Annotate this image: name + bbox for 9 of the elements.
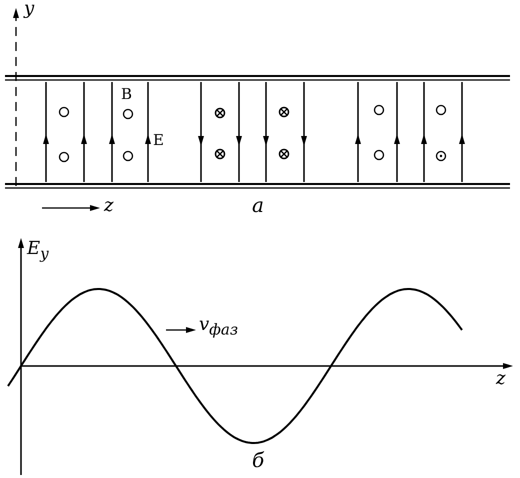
figure-label: а — [252, 195, 264, 215]
field-label: B — [121, 87, 132, 102]
axis-label: y — [24, 0, 34, 18]
figure-label: б — [252, 450, 264, 470]
axis-label: z — [496, 370, 506, 388]
axis-label: E$_{y}$ — [27, 240, 49, 262]
axis-label: z — [104, 197, 114, 215]
velocity-label: v$_{фаз}$ — [199, 316, 238, 338]
field-label: E — [153, 133, 164, 148]
